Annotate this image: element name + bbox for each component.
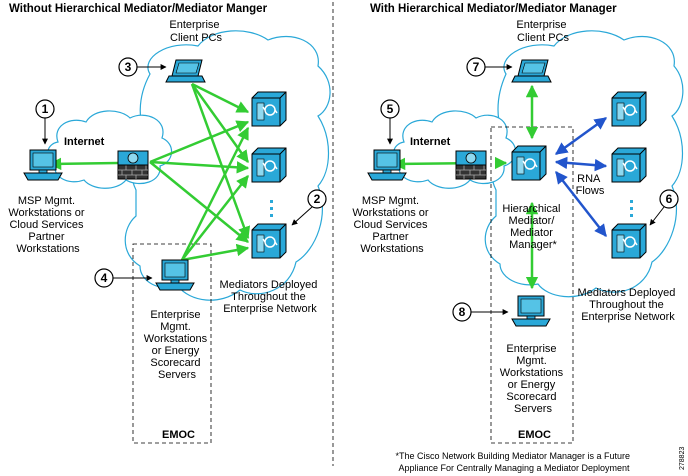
left-emoc-label: EMOC bbox=[162, 429, 195, 441]
left-msp-label: MSP Mgmt. Workstations or Cloud Services… bbox=[8, 195, 87, 255]
right-mediator-icon-2 bbox=[611, 147, 647, 183]
right-internet-cloud bbox=[393, 110, 517, 189]
svg-text:5: 5 bbox=[387, 102, 394, 116]
left-emoc-pc-icon bbox=[155, 259, 195, 291]
svg-text:6: 6 bbox=[666, 192, 673, 206]
right-mediators-label: Mediators Deployed Throughout the Enterp… bbox=[578, 287, 679, 323]
left-emoc-box bbox=[132, 243, 212, 444]
left-title: Without Hierarchical Mediator/Mediator M… bbox=[9, 3, 268, 15]
right-rna-label: RNA Flows bbox=[576, 173, 605, 197]
right-hierarchical-label: Hierarchical Mediator/ Mediator Manager* bbox=[502, 203, 563, 251]
right-internet-label: Internet bbox=[410, 136, 451, 148]
right-title: With Hierarchical Mediator/Mediator Mana… bbox=[370, 3, 617, 15]
left-internet-cloud bbox=[47, 110, 173, 189]
svg-text:2: 2 bbox=[314, 192, 321, 206]
left-mediator-icon-2 bbox=[251, 147, 287, 183]
right-green-links bbox=[392, 84, 539, 290]
left-firewall-icon bbox=[117, 150, 149, 180]
left-enterprise-mgmt-label: Enterprise Mgmt. Workstations or Energy … bbox=[144, 309, 210, 381]
right-ellipsis-dots bbox=[630, 200, 633, 217]
right-msp-pc-icon bbox=[367, 149, 407, 181]
callout-1: 1 bbox=[35, 99, 55, 145]
right-emoc-box bbox=[490, 126, 574, 444]
callout-6: 6 bbox=[649, 189, 679, 226]
figure-id: 278823 bbox=[679, 447, 686, 470]
left-ellipsis-dots bbox=[270, 200, 273, 217]
svg-text:7: 7 bbox=[473, 60, 480, 74]
left-green-links bbox=[48, 82, 251, 262]
left-mediator-icon-1 bbox=[251, 91, 287, 127]
svg-text:4: 4 bbox=[101, 271, 108, 285]
right-mediator-icon-1 bbox=[611, 91, 647, 127]
svg-text:8: 8 bbox=[459, 305, 466, 319]
callout-3: 3 bbox=[118, 57, 167, 77]
callout-8: 8 bbox=[452, 302, 509, 322]
right-firewall-icon bbox=[455, 150, 487, 180]
right-hierarchical-mediator-icon bbox=[511, 145, 547, 181]
left-mediator-icon-3 bbox=[251, 223, 287, 259]
callout-4: 4 bbox=[94, 268, 153, 288]
callout-5: 5 bbox=[380, 99, 400, 145]
right-emoc-pc-icon bbox=[511, 295, 551, 327]
left-internet-label: Internet bbox=[64, 136, 105, 148]
svg-text:3: 3 bbox=[125, 60, 132, 74]
right-msp-label: MSP Mgmt. Workstations or Cloud Services… bbox=[352, 195, 431, 255]
right-enterprise-mgmt-label: Enterprise Mgmt. Workstations or Energy … bbox=[500, 343, 566, 415]
footnote: *The Cisco Network Building Mediator Man… bbox=[395, 451, 632, 473]
callout-2: 2 bbox=[291, 189, 327, 226]
right-mediator-icon-3 bbox=[611, 223, 647, 259]
callout-7: 7 bbox=[466, 57, 513, 77]
left-mediators-label: Mediators Deployed Throughout the Enterp… bbox=[220, 279, 321, 315]
right-emoc-label: EMOC bbox=[518, 429, 551, 441]
right-client-pcs-label: Enterprise Client PCs bbox=[516, 19, 569, 44]
left-msp-pc-icon bbox=[23, 149, 63, 181]
svg-text:1: 1 bbox=[42, 102, 49, 116]
right-blue-links bbox=[554, 116, 608, 237]
left-client-pcs-label: Enterprise Client PCs bbox=[169, 19, 222, 44]
